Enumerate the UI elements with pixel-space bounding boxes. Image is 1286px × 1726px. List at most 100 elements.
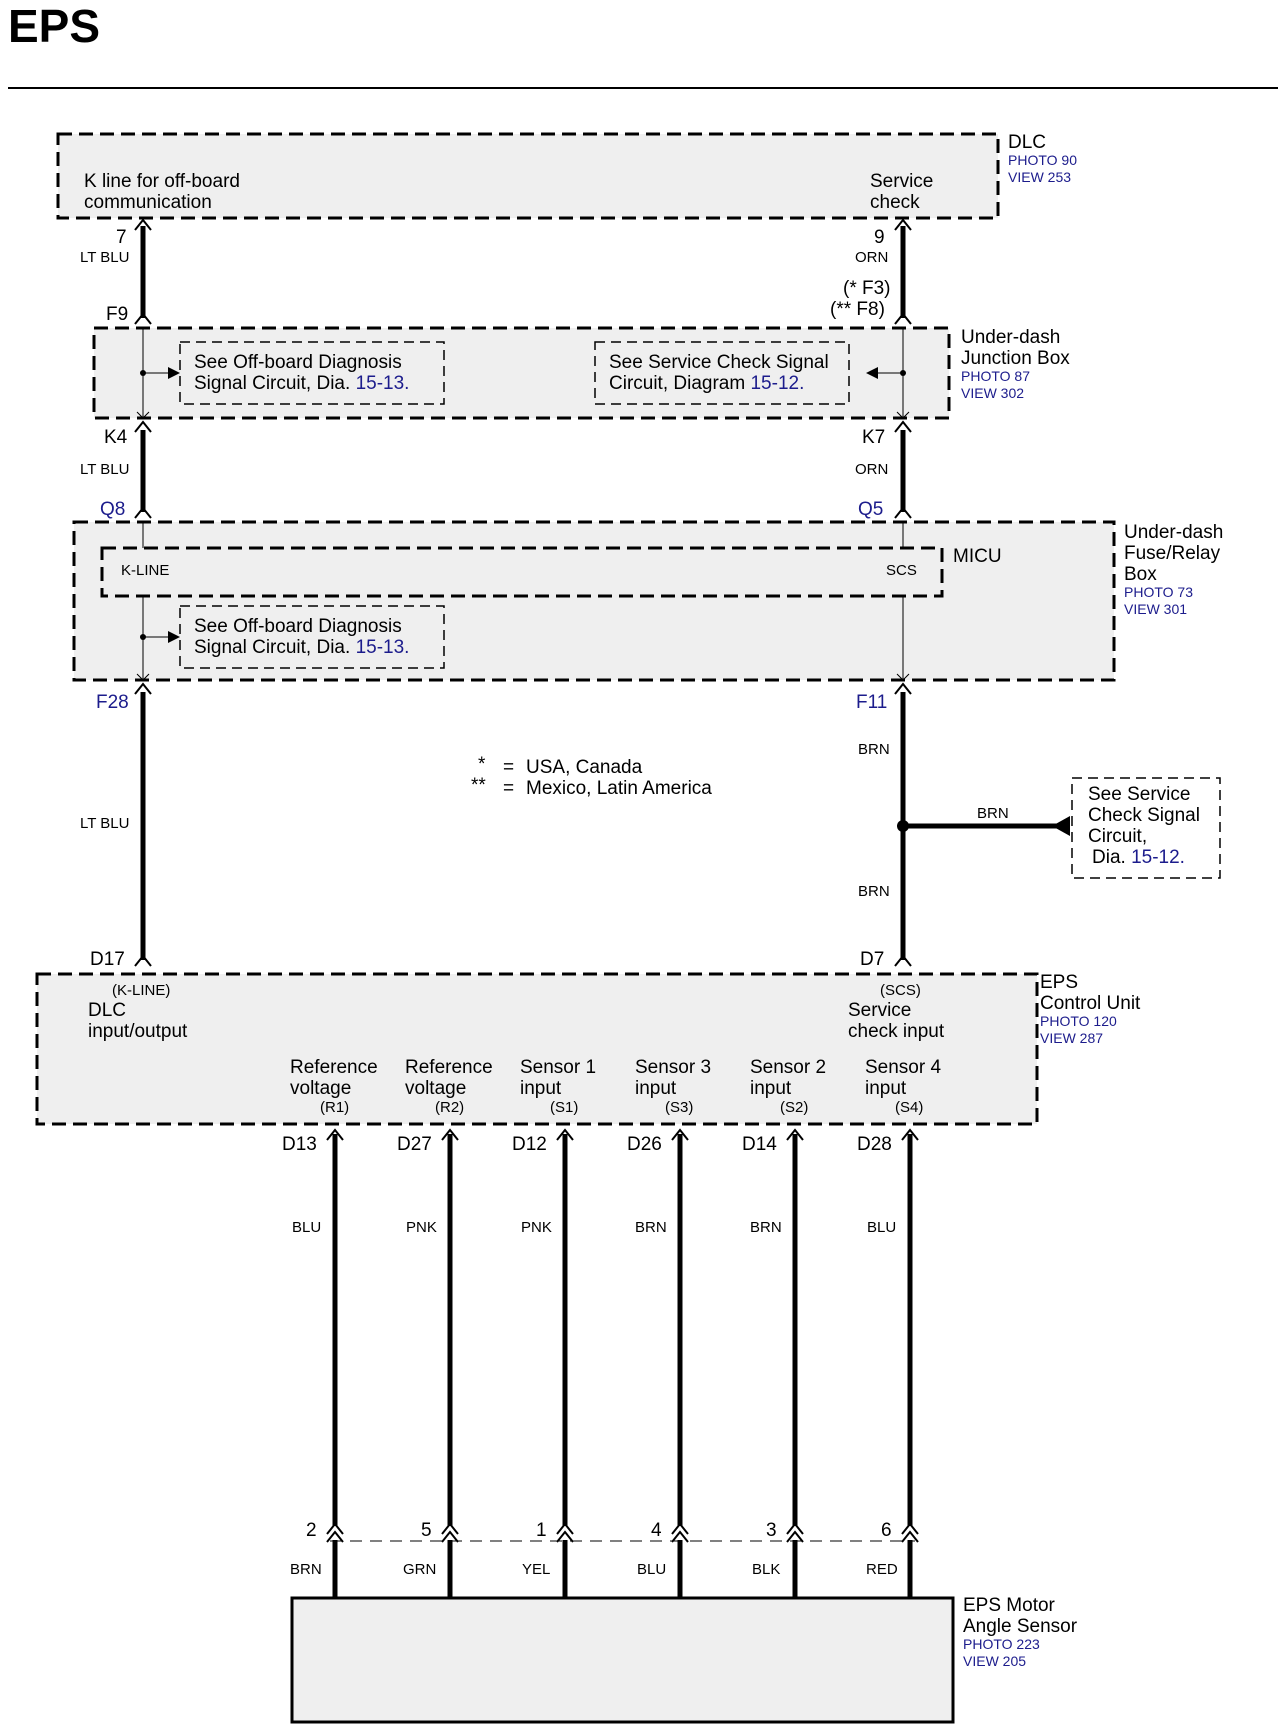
junction-view-ref[interactable]: VIEW 302 [961, 385, 1024, 401]
terminal-code: (S4) [895, 1099, 923, 1116]
dlc-service-label: Service [870, 171, 933, 192]
terminal-label: Sensor 1 [520, 1057, 596, 1078]
ecu-photo-ref[interactable]: PHOTO 120 [1040, 1013, 1117, 1029]
sensor-wire: BLK [752, 1561, 780, 1578]
legend-eq-b: = [503, 778, 514, 799]
junction-box [92, 326, 951, 420]
dlc-service-label-2: check [870, 192, 920, 213]
terminal-label: Sensor 2 [750, 1057, 826, 1078]
junction-name: Under-dash [961, 327, 1060, 348]
junction-pin-k4: K4 [104, 427, 128, 448]
terminal-label-2: input [635, 1078, 677, 1099]
terminal-code: (R1) [320, 1099, 349, 1116]
dlc-kline-label: K line for off-board [84, 171, 240, 192]
ecu-pin-d17: D17 [90, 949, 125, 970]
sensor-wire-r2 [441, 1128, 459, 1598]
page-title: EPS [8, 0, 100, 52]
junction-note-left-box [179, 341, 445, 405]
terminal-wire: BRN [635, 1219, 667, 1236]
micu-name: MICU [953, 546, 1002, 567]
dlc-name: DLC [1008, 132, 1046, 153]
ecu-dlc-label-2: input/output [88, 1021, 188, 1042]
terminal-code: (R2) [435, 1099, 464, 1116]
dlc-box [56, 132, 1000, 220]
diagram-link-15-12-b[interactable]: 15-12. [1131, 847, 1185, 868]
ecu-name: EPS [1040, 972, 1078, 993]
junction-pin-f8: (** F8) [830, 299, 885, 320]
dlc-wire-left: LT BLU [80, 249, 129, 266]
diagram-link-15-12[interactable]: 15-12. [750, 373, 804, 394]
fusebox-pin-f28[interactable]: F28 [96, 692, 129, 713]
eps-motor-angle-sensor-box [290, 1596, 955, 1724]
fusebox-view-ref[interactable]: VIEW 301 [1124, 601, 1187, 617]
fusebox-pin-q5[interactable]: Q5 [858, 499, 883, 520]
terminal-wire: BLU [867, 1219, 896, 1236]
dlc-kline-label-2: communication [84, 192, 212, 213]
mid-note-box [1071, 777, 1221, 879]
terminal-r1: Reference voltage (R1) D13 BLU 2 BRN R1 [282, 1057, 378, 1621]
terminal-label: Sensor 4 [865, 1057, 941, 1078]
sensor-wire: BLU [637, 1561, 666, 1578]
sensor-wire: YEL [522, 1561, 550, 1578]
legend-sym-b: ** [471, 775, 486, 796]
terminal-wire: BLU [292, 1219, 321, 1236]
mid-note-2: Check Signal [1088, 805, 1200, 826]
ecu-name-2: Control Unit [1040, 993, 1141, 1014]
terminal-label-2: voltage [405, 1078, 466, 1099]
fusebox-note: See Off-board Diagnosis [194, 616, 402, 637]
legend-text-a: USA, Canada [526, 757, 643, 778]
terminal-pin: D27 [397, 1134, 432, 1155]
legend-text-b: Mexico, Latin America [526, 778, 712, 799]
terminal-label-2: input [865, 1078, 907, 1099]
terminal-pin: D26 [627, 1134, 662, 1155]
mid-note-3: Circuit, [1088, 826, 1147, 847]
sensor-wire-s2 [786, 1128, 804, 1598]
dlc-photo-ref[interactable]: PHOTO 90 [1008, 152, 1077, 168]
sensor-wire-s4 [901, 1128, 919, 1598]
sensor-pin: 2 [306, 1520, 317, 1541]
sensor-pin: 4 [651, 1520, 662, 1541]
terminal-code: (S2) [780, 1099, 808, 1116]
terminal-s1: Sensor 1 input (S1) D12 PNK 1 YEL S1 [512, 1057, 596, 1621]
dlc-pin-left: 7 [116, 227, 127, 248]
micu-scs: SCS [886, 562, 917, 579]
junction-wire-right: ORN [855, 461, 888, 478]
fusebox-name: Under-dash [1124, 522, 1223, 543]
junction-wire-left: LT BLU [80, 461, 129, 478]
diagram-link-15-13[interactable]: 15-13. [356, 373, 410, 394]
terminal-s4: Sensor 4 input (S4) D28 BLU 6 RED S4 [857, 1057, 941, 1621]
fusebox-name-2: Fuse/Relay [1124, 543, 1221, 564]
sensor-wire-s1 [556, 1128, 574, 1598]
terminal-label-2: voltage [290, 1078, 351, 1099]
terminal-label-2: input [520, 1078, 562, 1099]
dlc-pin-right: 9 [874, 227, 885, 248]
ecu-view-ref[interactable]: VIEW 287 [1040, 1030, 1103, 1046]
dlc-view-ref[interactable]: VIEW 253 [1008, 169, 1071, 185]
sensor-view-ref[interactable]: VIEW 205 [963, 1653, 1026, 1669]
terminal-label-2: input [750, 1078, 792, 1099]
sensor-wire: GRN [403, 1561, 436, 1578]
junction-note-right-box [594, 341, 850, 405]
sensor-wires [326, 1128, 919, 1598]
terminal-pin: D28 [857, 1134, 892, 1155]
sensor-name-2: Angle Sensor [963, 1616, 1078, 1637]
junction-pin-f3: (* F3) [843, 278, 891, 299]
ecu-scs-tag: (SCS) [880, 982, 921, 999]
sensor-pin: 6 [881, 1520, 892, 1541]
sensor-photo-ref[interactable]: PHOTO 223 [963, 1636, 1040, 1652]
scs-wire [866, 218, 1070, 967]
ecu-service-label-2: check input [848, 1021, 945, 1042]
diagram-link-15-13-b[interactable]: 15-13. [356, 637, 410, 658]
sensor-name: EPS Motor [963, 1595, 1056, 1616]
fusebox-pin-f11[interactable]: F11 [856, 692, 887, 713]
fusebox-pin-q8[interactable]: Q8 [100, 499, 125, 520]
legend-sym-a: * [478, 754, 486, 775]
junction-photo-ref[interactable]: PHOTO 87 [961, 368, 1030, 384]
mid-wire-right-bot: BRN [858, 883, 890, 900]
kline-wire [134, 218, 180, 967]
junction-note-right: See Service Check Signal [609, 352, 829, 373]
fusebox-photo-ref[interactable]: PHOTO 73 [1124, 584, 1193, 600]
ecu-kline-tag: (K-LINE) [112, 982, 170, 999]
terminal-code: (S1) [550, 1099, 578, 1116]
